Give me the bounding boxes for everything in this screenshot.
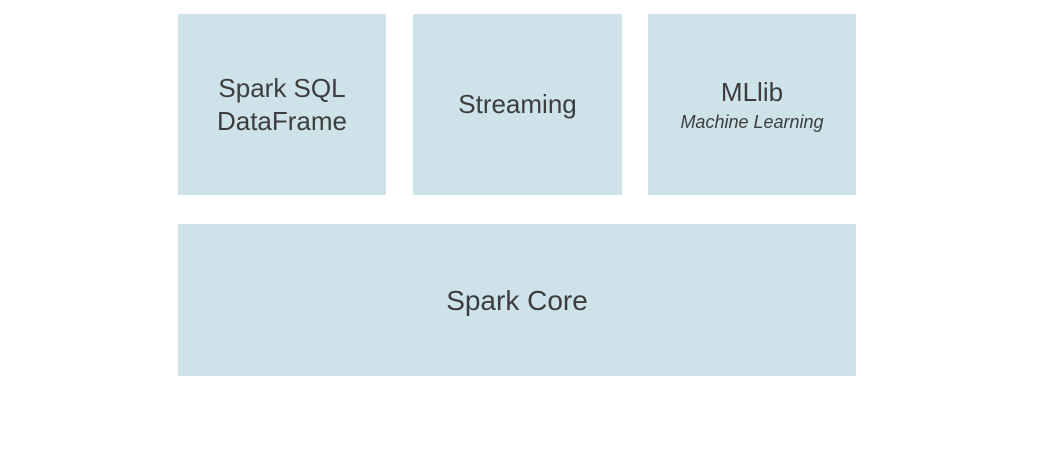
spark-core-box: Spark Core [178, 224, 856, 376]
spark-core-label: Spark Core [446, 284, 588, 316]
mllib-label: MLlib [720, 76, 784, 107]
spark-sql-dataframe-box: Spark SQL DataFrame [178, 14, 386, 195]
spark-sql-dataframe-label: Spark SQL DataFrame [216, 73, 348, 136]
mllib-box: MLlib Machine Learning [648, 14, 856, 195]
mllib-subtitle: Machine Learning [680, 112, 824, 133]
streaming-label: Streaming [458, 89, 577, 120]
streaming-box: Streaming [413, 14, 622, 195]
